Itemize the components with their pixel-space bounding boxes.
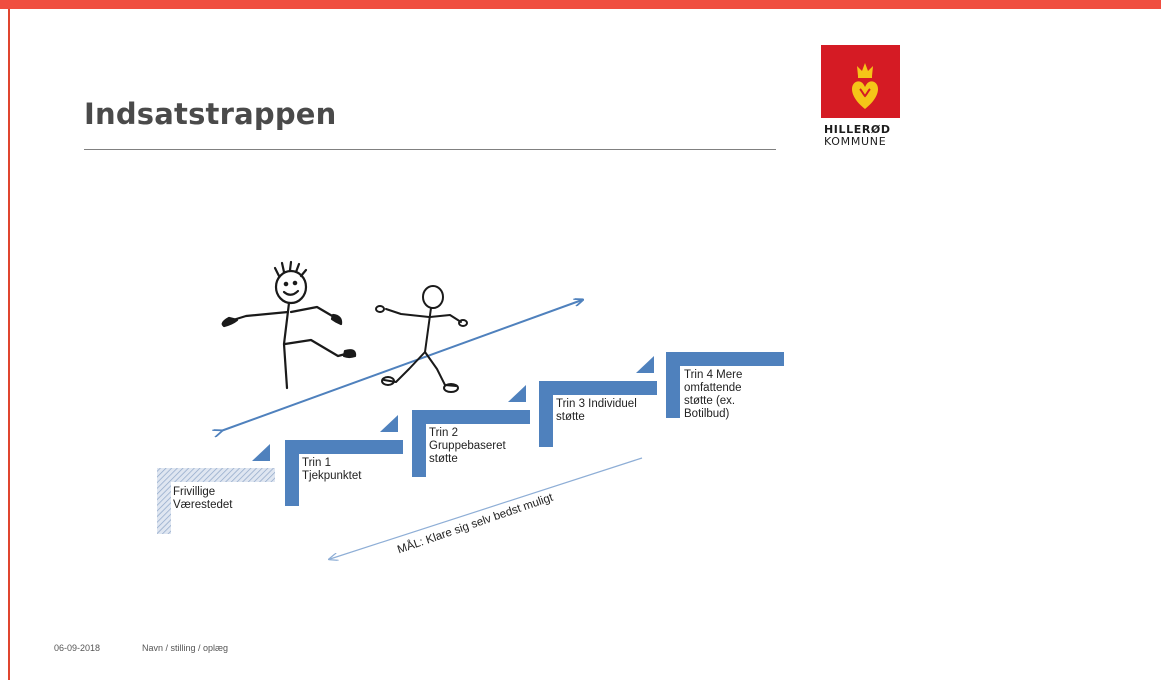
title-divider — [84, 149, 776, 150]
step-label-trin-4: Trin 4 Mere omfattende støtte (ex. Botil… — [684, 369, 743, 420]
step-trin-1 — [252, 440, 403, 506]
progress-double-arrow — [221, 300, 582, 431]
logo-emblem-box — [821, 45, 900, 118]
step-label-trin-2: Trin 2 Gruppebaseret støtte — [429, 427, 506, 465]
hillerod-kommune-logo: HILLERØD KOMMUNE — [821, 45, 901, 148]
footer-info: Navn / stilling / oplæg — [142, 643, 229, 653]
step-trin-4 — [636, 352, 784, 418]
footer-date: 06-09-2018 — [54, 643, 101, 653]
top-accent-bar — [0, 0, 1161, 9]
logo-line2: KOMMUNE — [824, 135, 887, 148]
logo-wordmark: HILLERØD KOMMUNE — [824, 124, 901, 148]
walking-stick-figure — [375, 285, 468, 393]
step-frivillige — [157, 468, 275, 534]
running-stick-figure — [221, 260, 357, 390]
logo-line1: HILLERØD — [824, 123, 891, 136]
goal-arrow — [330, 457, 643, 559]
step-label-trin-3: Trin 3 Individuel støtte — [556, 398, 637, 423]
step-label-trin-1: Trin 1 Tjekpunktet — [302, 457, 362, 482]
slide-title: Indsatstrappen — [84, 97, 337, 131]
crowned-heart-icon — [852, 63, 878, 109]
step-label-frivillige: Frivillige Værestedet — [173, 486, 233, 511]
left-accent-border — [8, 9, 10, 680]
